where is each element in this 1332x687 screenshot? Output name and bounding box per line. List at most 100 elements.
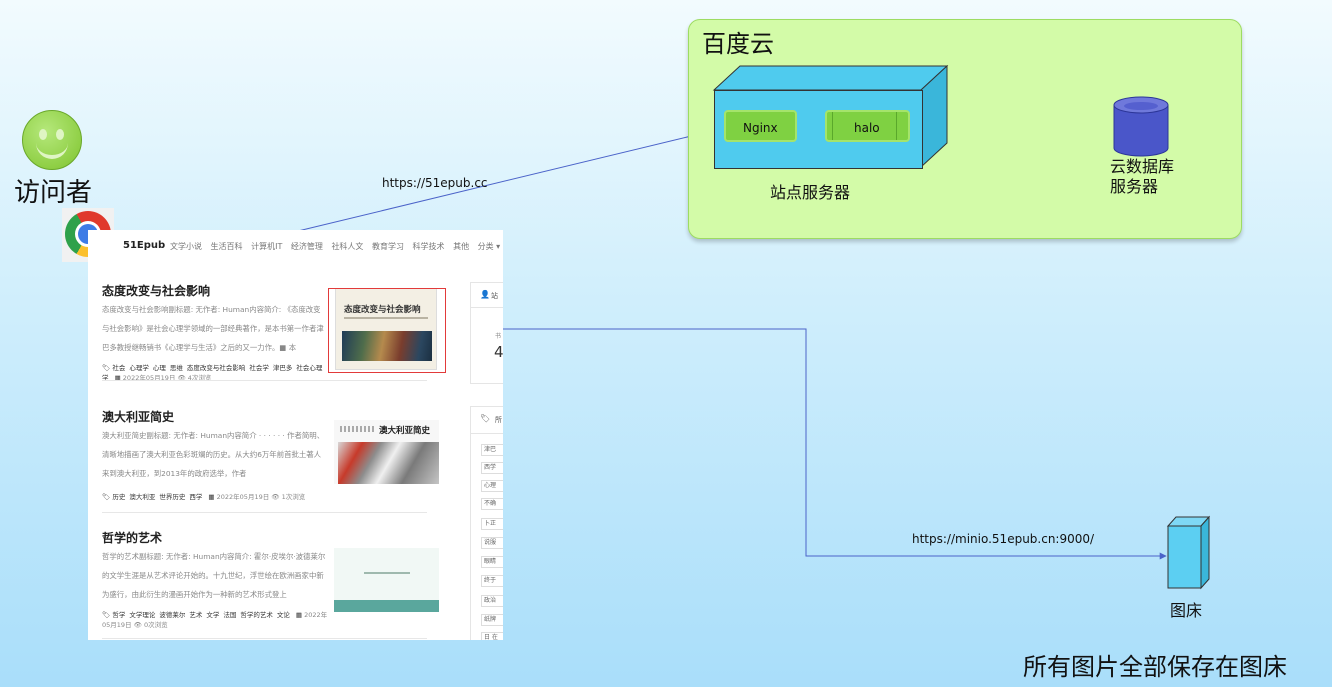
article-cover[interactable]: 态度改变与社会影响 xyxy=(335,288,437,370)
sidebar-tag[interactable]: 不确 xyxy=(481,498,503,510)
tag[interactable]: 哲学的艺术 xyxy=(240,611,273,619)
sidebar-tag[interactable]: 卜正 xyxy=(481,518,503,530)
nav-item[interactable]: 其他 xyxy=(453,242,470,251)
article-views: 4次浏览 xyxy=(187,374,212,382)
nav-item[interactable]: 科学技术 xyxy=(412,242,445,251)
tag[interactable]: 西学 xyxy=(189,493,203,501)
eye-icon: 👁 xyxy=(271,493,282,501)
image-bed-arrow xyxy=(442,328,1167,560)
image-highlight-box xyxy=(328,288,446,373)
nav-item[interactable]: 生活百科 xyxy=(210,242,243,251)
tag[interactable]: 文学理论 xyxy=(129,611,156,619)
image-bed-url-label: https://minio.51epub.cn:9000/ xyxy=(912,532,1095,546)
tag[interactable]: 社会学 xyxy=(249,364,269,372)
sidebar-tags-card: 🏷 所 xyxy=(470,406,503,640)
database-label: 云数据库 服务器 xyxy=(1110,157,1174,197)
sidebar-tag[interactable]: 纸牌 xyxy=(481,614,503,626)
article-title[interactable]: 哲学的艺术 xyxy=(102,531,163,545)
tag-icon: 🏷 xyxy=(102,364,113,372)
calendar-icon: ▦ xyxy=(208,493,217,501)
sidebar-tag[interactable]: 西学 xyxy=(481,462,503,474)
article-tags: 🏷 历史澳大利亚世界历史西学 ▦ 2022年05月19日 👁 1次浏览 xyxy=(102,492,330,502)
tag[interactable]: 文论 xyxy=(276,611,290,619)
visitor-label: 访问者 xyxy=(14,178,93,208)
article-cover[interactable] xyxy=(334,548,439,612)
sidebar-tag[interactable]: 心理 xyxy=(481,480,503,492)
sidebar-stats-card: 👤 站 书 4 xyxy=(470,282,503,384)
tag[interactable]: 态度改变与社会影响 xyxy=(186,364,246,372)
article-title[interactable]: 态度改变与社会影响 xyxy=(102,284,211,298)
cover-title: 澳大利亚简史 xyxy=(379,426,431,436)
article-date: 2022年05月19日 xyxy=(122,374,176,382)
tag[interactable]: 心理学 xyxy=(129,364,149,372)
image-bed-label: 图床 xyxy=(1170,601,1203,620)
nav-item[interactable]: 计算机IT xyxy=(251,242,283,251)
database-icon xyxy=(1113,96,1169,157)
image-bed-box-icon[interactable] xyxy=(1165,514,1213,592)
sidebar-tag[interactable]: 眼睛 xyxy=(481,556,503,568)
nav-item[interactable]: 经济管理 xyxy=(290,242,323,251)
calendar-icon: ▦ xyxy=(295,611,305,619)
sidebar-tag[interactable]: 政治 xyxy=(481,595,503,607)
tag[interactable]: 波德莱尔 xyxy=(159,611,186,619)
tag[interactable]: 法国 xyxy=(223,611,237,619)
nginx-label: Nginx xyxy=(743,121,778,135)
stat-label: 书 xyxy=(495,333,502,340)
article-cover[interactable]: 澳大利亚简史 xyxy=(334,420,439,484)
halo-inner-bar-right xyxy=(896,112,897,140)
site-navbar: 51Epub 文学小说 生活百科 计算机IT 经济管理 社科人文 教育学习 科学… xyxy=(88,230,503,262)
cloud-title: 百度云 xyxy=(702,30,774,58)
tag[interactable]: 艺术 xyxy=(189,611,203,619)
site-nav-menu: 文学小说 生活百科 计算机IT 经济管理 社科人文 教育学习 科学技术 其他 分… xyxy=(170,241,503,252)
tag[interactable]: 澳大利亚 xyxy=(129,493,156,501)
nav-item[interactable]: 教育学习 xyxy=(371,242,404,251)
tag[interactable]: 哲学 xyxy=(112,611,126,619)
sidebar-tag[interactable]: 津巴 xyxy=(481,444,503,456)
nav-item[interactable]: 社科人文 xyxy=(331,242,364,251)
article-tags: 🏷 社会心理学心理思维态度改变与社会影响社会学津巴多社会心理学 ▦ 2022年0… xyxy=(102,363,330,383)
site-logo[interactable]: 51Epub xyxy=(123,240,166,251)
sidebar-tag[interactable]: 说服 xyxy=(481,537,503,549)
visitor-smiley-icon xyxy=(22,110,82,170)
tags-icon: 🏷 xyxy=(480,414,491,423)
cover-title: 态度改变与社会影响 xyxy=(344,305,421,315)
article-title[interactable]: 澳大利亚简史 xyxy=(102,410,175,424)
nginx-component[interactable] xyxy=(724,110,797,142)
cover-painting xyxy=(342,331,432,361)
tag-icon: 🏷 xyxy=(102,493,113,501)
article-excerpt: 澳大利亚简史副标题: 无作者: Human内容简介 · · · · · · 作者… xyxy=(102,431,325,478)
site-url-label: https://51epub.cc xyxy=(382,176,488,190)
article-date: 2022年05月19日 xyxy=(216,493,270,501)
sidebar-tag[interactable]: 终于 xyxy=(481,575,503,587)
sidebar-card-title: 站 xyxy=(491,292,498,300)
article-views: 1次浏览 xyxy=(281,493,306,501)
nav-item[interactable]: 文学小说 xyxy=(170,242,202,251)
halo-component[interactable] xyxy=(825,110,910,142)
article-tags: 🏷 哲学文学理论波德莱尔艺术文学法国哲学的艺术文论 ▦ 2022年05月19日 … xyxy=(102,610,330,630)
site-server-label: 站点服务器 xyxy=(770,183,851,202)
tag[interactable]: 社会 xyxy=(112,364,126,372)
cover-smallprint xyxy=(340,426,374,432)
tag[interactable]: 历史 xyxy=(112,493,126,501)
tag[interactable]: 心理 xyxy=(152,364,166,372)
user-icon: 👤 xyxy=(480,290,490,299)
tag[interactable]: 津巴多 xyxy=(272,364,293,372)
tag[interactable]: 世界历史 xyxy=(159,493,186,501)
site-request-arrow xyxy=(297,129,713,232)
tag[interactable]: 文学 xyxy=(206,611,220,619)
nav-item-dropdown[interactable]: 分类 ▾ xyxy=(477,242,501,251)
server-box-3d xyxy=(712,64,949,169)
tag[interactable]: 社会心理学 xyxy=(102,364,323,382)
tag-icon: 🏷 xyxy=(102,611,113,619)
halo-label: halo xyxy=(854,121,880,135)
halo-inner-bar-left xyxy=(832,112,833,140)
calendar-icon: ▦ xyxy=(114,374,123,382)
database-label-line2: 服务器 xyxy=(1110,177,1159,196)
sidebar-tag[interactable]: 日 在 xyxy=(481,632,503,640)
website-screenshot: 51Epub 文学小说 生活百科 计算机IT 经济管理 社科人文 教育学习 科学… xyxy=(88,230,503,640)
cover-subline xyxy=(344,317,428,319)
stat-number: 4 xyxy=(494,343,503,361)
article-excerpt: 态度改变与社会影响副标题: 无作者: Human内容简介: 《态度改变与社会影响… xyxy=(102,305,324,352)
tag[interactable]: 思维 xyxy=(169,364,183,372)
database-label-line1: 云数据库 xyxy=(1110,157,1175,176)
